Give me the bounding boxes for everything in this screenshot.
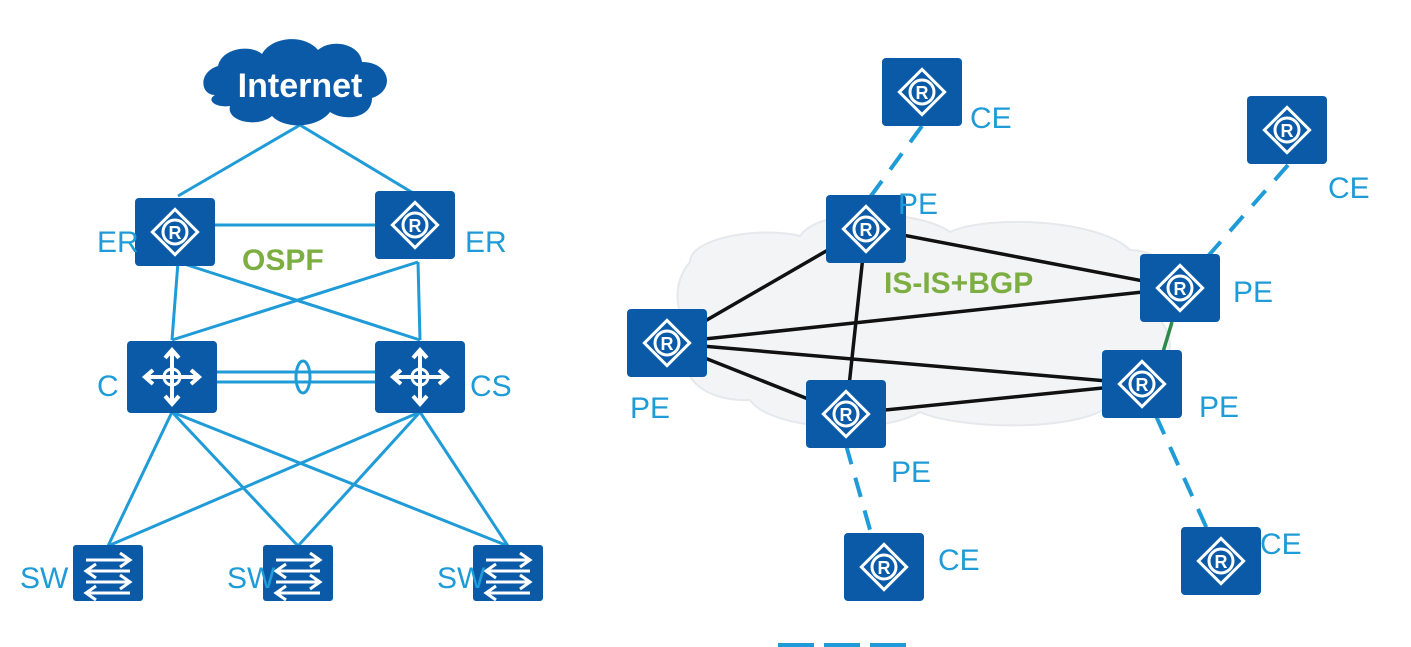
router-icon: [133, 196, 217, 268]
backbone-cloud: [676, 213, 1178, 428]
pe-label: PE: [1233, 276, 1273, 309]
router-icon: [1179, 525, 1263, 597]
switch-icon: [71, 543, 145, 603]
pe-pe-link: [1161, 321, 1174, 353]
router-icon: [373, 189, 457, 261]
cloud-icon: Internet: [203, 39, 387, 126]
ce-label: CE: [970, 102, 1012, 135]
cs-right-label: CS: [470, 370, 512, 403]
router-icon: [880, 56, 964, 128]
router-icon: [804, 378, 888, 450]
bottom-partial-glyphs: [778, 643, 906, 647]
ce-label: CE: [938, 544, 980, 577]
router-icon: [1100, 348, 1184, 420]
router-icon: [842, 531, 926, 603]
sw-label: SW: [227, 562, 276, 595]
er-left-label: ER: [97, 226, 139, 259]
core-switch-icon: [373, 339, 467, 415]
ce-label: CE: [1328, 172, 1370, 205]
ce-label: CE: [1260, 528, 1302, 561]
left-links: [106, 123, 510, 548]
ospf-label: OSPF: [242, 244, 324, 277]
left-diagram: Internet ER ER OSPF C CS SW SW SW: [20, 39, 545, 603]
core-switch-icon: [125, 339, 219, 415]
pe-label: PE: [891, 456, 931, 489]
sw-label: SW: [437, 562, 486, 595]
pe-label: PE: [630, 392, 670, 425]
router-icon: [824, 193, 908, 265]
pe-label: PE: [898, 188, 938, 221]
router-icon: [1138, 252, 1222, 324]
isis-bgp-label: IS-IS+BGP: [884, 267, 1033, 300]
cs-left-label: C: [97, 370, 119, 403]
link-aggregation-icon: [294, 359, 312, 395]
router-icon: [625, 307, 709, 379]
pe-label: PE: [1199, 391, 1239, 424]
router-icon: [1245, 94, 1329, 166]
internet-label: Internet: [238, 67, 363, 105]
sw-label: SW: [20, 562, 69, 595]
er-right-label: ER: [465, 226, 507, 259]
right-diagram: IS-IS+BGP CE CE CE CE PE PE PE PE PE: [625, 56, 1370, 603]
